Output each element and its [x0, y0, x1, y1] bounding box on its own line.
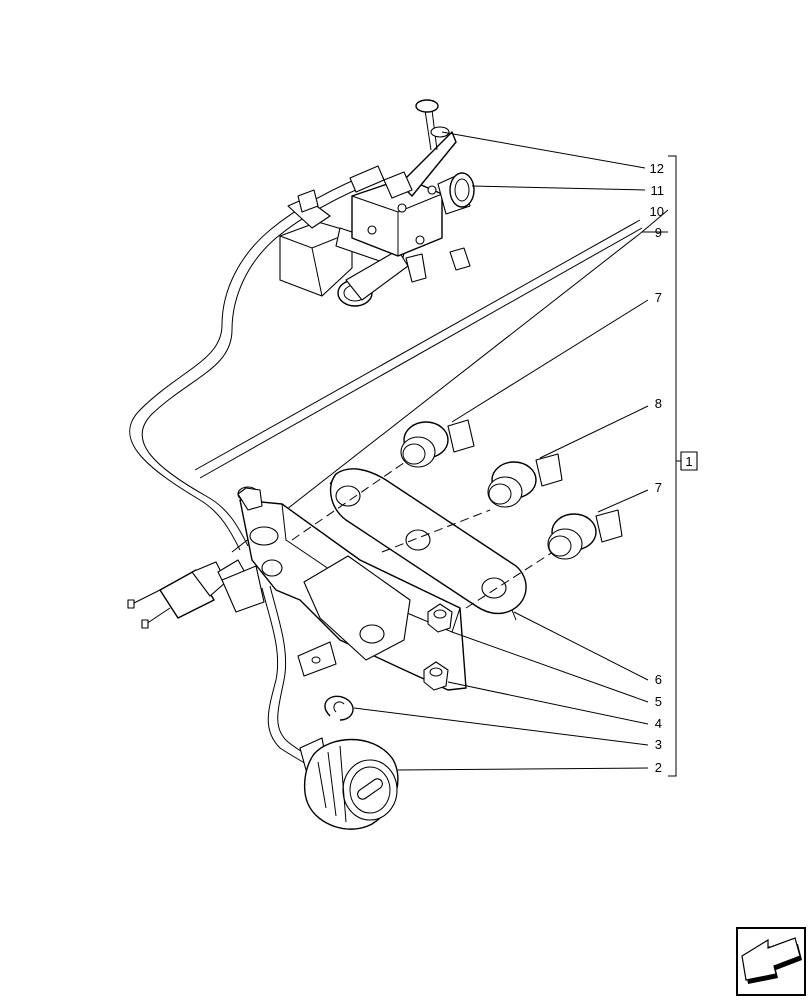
- callout-4: 4: [655, 716, 662, 731]
- rod-10: [194, 219, 641, 471]
- callout-7-upper: 7: [655, 290, 662, 305]
- callout-9: 9: [655, 225, 662, 240]
- switch-knob-upper: [400, 419, 475, 468]
- plug-connector: [127, 559, 249, 629]
- callout-2: 2: [655, 760, 662, 775]
- leader-lines: [353, 131, 669, 771]
- next-page-arrow-icon[interactable]: [736, 927, 806, 996]
- callout-7-lower: 7: [655, 480, 662, 495]
- callout-3: 3: [655, 737, 662, 752]
- circlip: [324, 695, 354, 721]
- callout-6: 6: [655, 672, 662, 687]
- nut-lower: [423, 661, 449, 691]
- switch-plate: [329, 468, 527, 621]
- callout-numbers: 12 11 10 9 7 8 7 6 5 4 3 2: [650, 161, 664, 775]
- switch-knob-middle: [487, 453, 563, 508]
- sensor-gauge: [299, 737, 399, 830]
- callout-12: 12: [650, 161, 664, 176]
- callout-11: 11: [651, 183, 665, 198]
- assembly-ref-box: [680, 451, 698, 471]
- assembly-ref-label: 1: [685, 454, 692, 469]
- callout-8: 8: [655, 396, 662, 411]
- callout-10: 10: [650, 204, 664, 219]
- rod-9: [231, 231, 643, 553]
- switch-knob-lower: [547, 509, 623, 560]
- cable-harness: [129, 165, 385, 551]
- assembly-bracket: [668, 155, 677, 777]
- bracket-assembly: [221, 486, 467, 691]
- nut-upper: [427, 603, 453, 633]
- valve-assembly: [279, 99, 475, 307]
- callout-5: 5: [655, 694, 662, 709]
